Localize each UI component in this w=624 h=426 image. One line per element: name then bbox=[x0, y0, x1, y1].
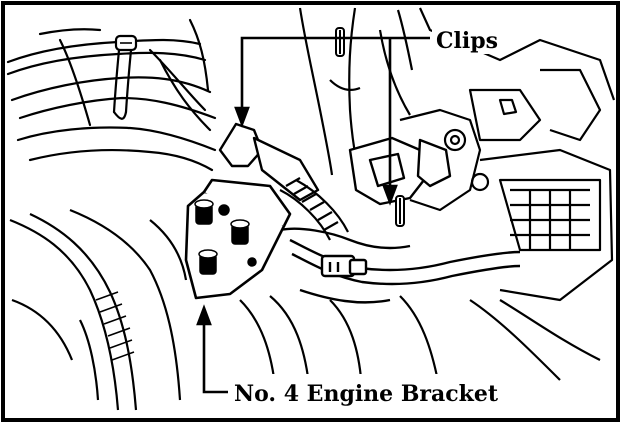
bracket-bolts bbox=[194, 199, 257, 275]
clip-pin-right bbox=[395, 195, 405, 227]
clip-pin-left bbox=[335, 27, 345, 57]
lower-hoses bbox=[9, 208, 601, 411]
clips-label-backdrop bbox=[432, 22, 508, 54]
clips-label: Clips bbox=[436, 28, 498, 54]
wiring-harness-upper-left bbox=[6, 18, 217, 172]
engine-block-upper-right bbox=[399, 7, 616, 302]
hose-clamp-ribs bbox=[95, 291, 135, 361]
cable-connector bbox=[320, 254, 368, 278]
bracket-leader-line bbox=[196, 304, 228, 394]
harness-clip bbox=[114, 34, 138, 52]
corrugated-tube bbox=[279, 177, 349, 241]
engine-bracket-label: No. 4 Engine Bracket bbox=[234, 381, 499, 407]
bracket-label-backdrop bbox=[230, 374, 530, 408]
clip-bracket-assembly bbox=[218, 122, 452, 206]
clips-leader-lines bbox=[234, 36, 430, 206]
